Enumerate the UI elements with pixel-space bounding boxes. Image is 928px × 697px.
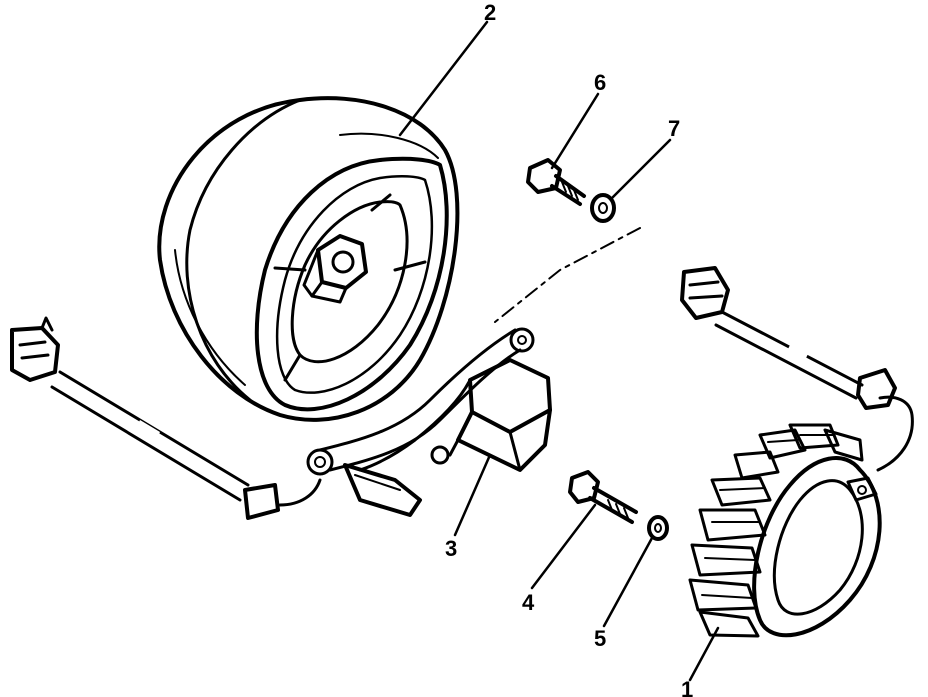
callout-label-rotor-bolt: 6 — [594, 70, 606, 95]
stator-harness — [680, 266, 914, 472]
stator — [688, 423, 882, 638]
pickup-bolt — [568, 470, 638, 524]
callout-label-pickup-bolt: 4 — [522, 590, 535, 615]
assembly-line — [494, 227, 641, 323]
callout-label-rotor-washer: 7 — [668, 116, 680, 141]
callout-label-pickup-washer: 5 — [594, 626, 606, 651]
rotor-flywheel — [157, 96, 460, 422]
pickup-harness — [10, 316, 322, 520]
leader-lines — [398, 20, 720, 682]
rotor-washer — [590, 193, 616, 223]
pickup-coil — [306, 327, 552, 517]
callout-label-stator: 1 — [681, 677, 693, 697]
rotor-bolt — [526, 158, 586, 206]
callout-label-pickup-coil: 3 — [445, 536, 457, 561]
pickup-washer — [647, 515, 669, 541]
callout-label-rotor: 2 — [484, 0, 496, 25]
